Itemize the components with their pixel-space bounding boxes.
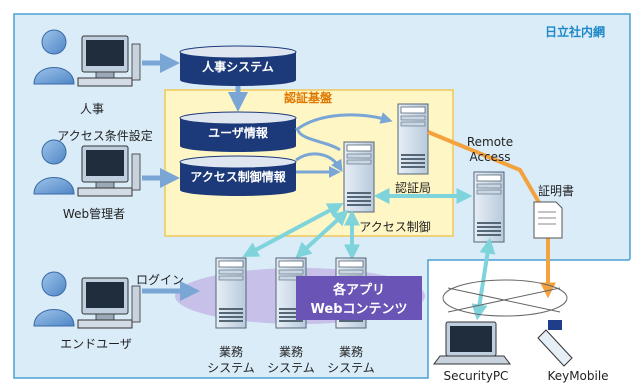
remote-access-label-1: Remote bbox=[467, 135, 513, 149]
auth-platform-title: 認証基盤 bbox=[284, 90, 333, 105]
access-control-label: アクセス制御 bbox=[359, 219, 430, 234]
certificate-icon bbox=[533, 201, 563, 239]
web-admin-label: Web管理者 bbox=[63, 206, 125, 221]
arrow-user-info-loop bbox=[296, 129, 341, 152]
hr-user: 人事 bbox=[33, 29, 141, 116]
arrow-access-info-to-gateway bbox=[295, 152, 343, 173]
key-mobile-label: KeyMobile bbox=[547, 369, 608, 383]
hr-system-label: 人事システム bbox=[202, 59, 274, 74]
access-control-info-label: アクセス制御情報 bbox=[190, 169, 286, 184]
user-info-db: ユーザ情報 bbox=[179, 111, 297, 152]
apps-label-1: 各アプリ bbox=[332, 282, 385, 298]
arrow-remote-to-laptop bbox=[471, 237, 496, 321]
access-condition-setting-label: アクセス条件設定 bbox=[57, 128, 152, 143]
certificate-authority-server-icon bbox=[397, 103, 429, 175]
end-user: エンドユーザ bbox=[33, 271, 141, 351]
business-system-2-label-1: 業務 bbox=[279, 345, 303, 359]
security-pc-label: SecurityPC bbox=[444, 369, 509, 383]
arrow-remote-access-orange bbox=[427, 130, 556, 299]
apps-label-2: Webコンテンツ bbox=[311, 302, 408, 317]
business-system-1-label-2: システム bbox=[207, 361, 255, 375]
remote-access-label-2: Access bbox=[469, 150, 510, 164]
external-network bbox=[442, 279, 568, 317]
business-system-1-label-1: 業務 bbox=[219, 345, 243, 359]
user-info-label: ユーザ情報 bbox=[208, 125, 269, 140]
access-control-server-icon bbox=[343, 141, 375, 213]
arrow-user-info-to-ca bbox=[295, 112, 393, 132]
apps-badge bbox=[296, 276, 422, 320]
hr-label: 人事 bbox=[80, 102, 104, 116]
key-mobile-usb-icon bbox=[537, 320, 573, 367]
business-system-3-label-1: 業務 bbox=[339, 345, 363, 359]
hr-system-db: 人事システム bbox=[179, 45, 297, 86]
certificate-authority-label: 認証局 bbox=[395, 180, 431, 195]
login-label: ログイン bbox=[136, 273, 184, 287]
security-pc-laptop-icon bbox=[433, 321, 511, 365]
intranet-zone-title: 日立社内網 bbox=[545, 24, 605, 39]
business-system-2-label-2: システム bbox=[267, 361, 315, 375]
arrow-gateway-sys2 bbox=[295, 209, 349, 259]
certificate-label: 証明書 bbox=[538, 184, 574, 198]
access-control-info-db: アクセス制御情報 bbox=[179, 155, 297, 196]
business-system-3-label-2: システム bbox=[327, 361, 375, 375]
end-user-label: エンドユーザ bbox=[60, 337, 132, 351]
remote-access-server-icon bbox=[473, 171, 505, 243]
web-admin-user: アクセス条件設定 Web管理者 bbox=[33, 128, 153, 221]
business-system-1-icon bbox=[215, 257, 247, 329]
